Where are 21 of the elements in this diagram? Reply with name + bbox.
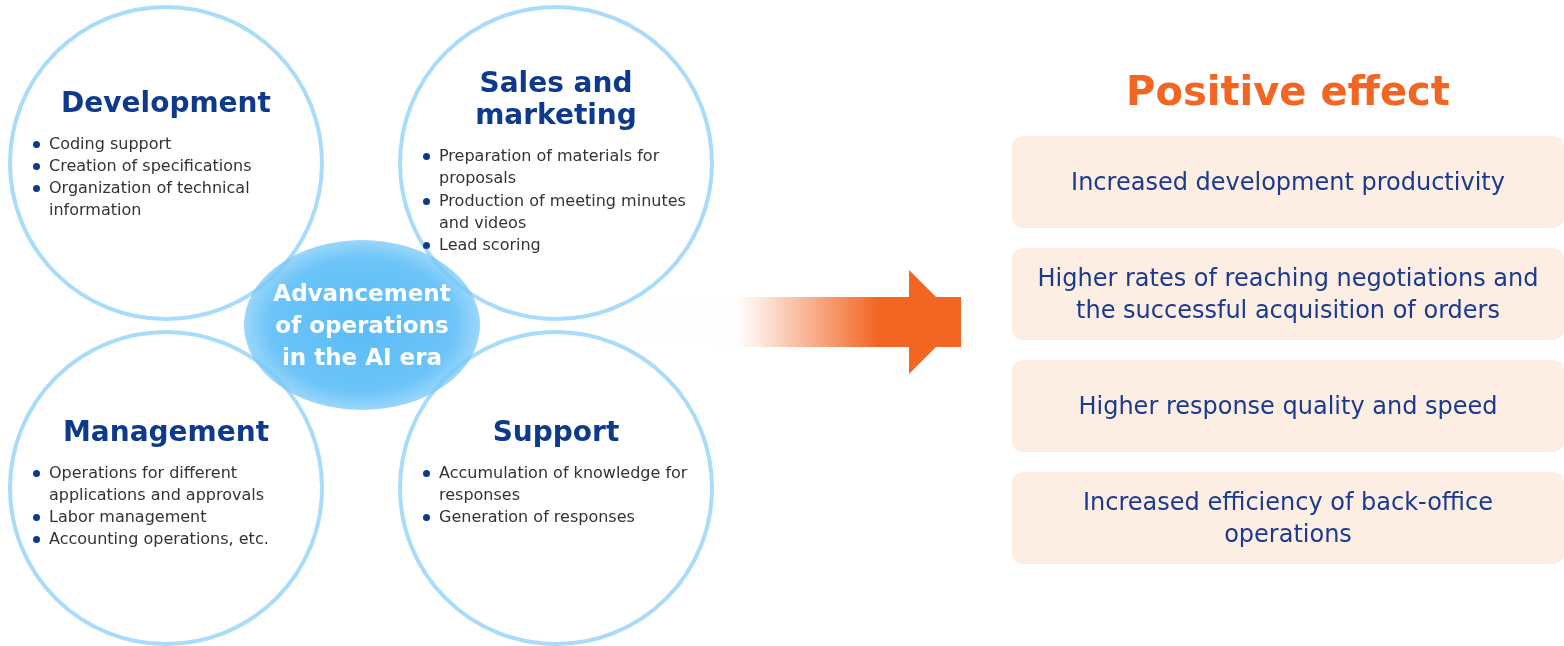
- bullet-item: Preparation of materials for proposals: [439, 145, 661, 190]
- circle-heading: Development: [61, 87, 271, 120]
- bullet-item: Accounting operations, etc.: [49, 528, 269, 551]
- bullet-item: Labor management: [49, 506, 207, 529]
- effect-card: Increased development productivity: [1012, 136, 1564, 228]
- bullet-item: Generation of responses: [439, 506, 635, 529]
- section-heading: Positive effect: [1126, 68, 1450, 114]
- bullet-item: Lead scoring: [439, 233, 541, 256]
- bullet-item: Organization of technical information: [49, 177, 251, 222]
- effect-card: Higher response quality and speed: [1012, 360, 1564, 452]
- circle-heading: Support: [492, 416, 620, 449]
- circle-heading: Management: [62, 416, 270, 449]
- bullet-item: Operations for different applications and approvals: [49, 462, 266, 507]
- bullet-item: Creation of specifications: [49, 155, 252, 178]
- bullet-item: Accumulation of knowledge for responses: [439, 462, 689, 507]
- bullet-item: Production of meeting minutes and videos: [439, 189, 687, 234]
- effect-card: Higher rates of reaching negotiations and the successful acquisition of orders: [1012, 248, 1564, 340]
- effect-card: Increased efficiency of back-office operations: [1012, 472, 1564, 564]
- hub-label: Advancement of operations in the AI era: [272, 278, 452, 373]
- circle-heading: Sales and marketing: [474, 67, 638, 132]
- bullet-item: Coding support: [49, 133, 172, 156]
